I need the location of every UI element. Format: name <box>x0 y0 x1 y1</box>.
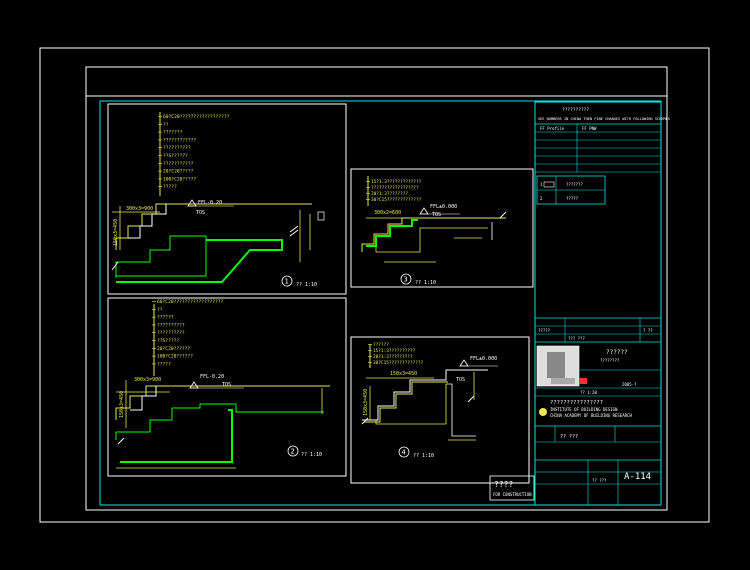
note-text: ?????????? <box>157 322 185 328</box>
mid-label-2: ??? ??? <box>568 336 585 341</box>
detail-1-side-dim: 150x3=450 <box>113 219 119 246</box>
institute-logo-icon <box>539 408 547 416</box>
detail-3-drawing: 15?1:3???????????????????????????????20?… <box>361 176 507 286</box>
note-text: 100?C20????? <box>163 176 196 182</box>
note-text: 20?1:3???????? <box>371 191 408 197</box>
detail-3-ref: TOS <box>432 212 441 218</box>
detail-4-notes: ??????15?1:3??????????20?1:3?????????30?… <box>368 342 424 366</box>
drawing-date: 2005-? <box>622 382 637 387</box>
note-text: ??S????? <box>157 338 179 344</box>
title-col1: FF Profile <box>540 126 565 131</box>
detail-2-level: FFL-0.20 <box>200 374 224 380</box>
rev-2-num: 2 <box>540 196 543 201</box>
key-plan-marker <box>579 378 587 384</box>
detail-1-number: 1 <box>285 278 289 286</box>
note-text: 20?C20????? <box>163 169 194 175</box>
detail-1-bubble <box>281 275 293 287</box>
note-text: 30?C15????????????? <box>373 360 424 366</box>
note-text: 20?1:3????????? <box>373 354 413 360</box>
detail-1-level: FFL-0.20 <box>198 200 222 206</box>
detail-3-dim: 300x2=600 <box>374 210 401 216</box>
stamp-cn: ???? <box>494 480 513 489</box>
detail-3-title: ?? 1:10 <box>415 280 436 286</box>
note-text: ?? <box>157 307 163 313</box>
rev-1-num: 1 <box>540 182 543 187</box>
detail-1-notes: 60?C20??????????????????????????????????… <box>158 114 230 190</box>
detail-1-ref: TOS <box>196 210 205 216</box>
rev-1-text: ??????? <box>566 182 583 187</box>
detail-2-dim: 300x3=900 <box>134 377 161 383</box>
detail-4-side-dim: 150x3=450 <box>363 389 369 416</box>
note-text: 30?C15????????????? <box>371 197 422 203</box>
detail-4-dim: 150x3=450 <box>390 371 417 377</box>
detail-2-drawing: 60?C20??????????????????????????????????… <box>115 299 330 469</box>
note-text: ??S?????? <box>163 153 188 159</box>
note-text: ????? <box>163 184 177 190</box>
inner-frame <box>85 66 668 511</box>
detail-3-number: 3 <box>404 276 408 284</box>
detail-panel-4 <box>350 336 530 484</box>
note-text: 15?1:3????????????? <box>371 179 422 185</box>
institute-name-en2: CHINA ACADEMY OF BUILDING RESEARCH <box>550 413 632 418</box>
detail-2-number: 2 <box>291 448 295 456</box>
detail-1-title: ?? 1:10 <box>296 282 317 288</box>
institute-name-en1: INSTITUTE OF BUILDING DESIGN <box>550 407 618 412</box>
detail-4-number: 4 <box>402 449 406 457</box>
detail-2-ref: TOS <box>222 382 231 388</box>
title-header-en: SEE NUMBERS IN CHINA THEN FINE CHANGES W… <box>538 117 670 121</box>
drawing-subtitle: ???????? <box>600 358 620 363</box>
note-text: 60?C20?????????????????? <box>157 299 224 305</box>
detail-2-title: ?? 1:10 <box>301 452 322 458</box>
outer-frame <box>39 47 710 523</box>
stamp-en: FOR CONSTRUCTION <box>493 492 532 497</box>
drawing-scale: ?? 1:20 <box>580 390 597 395</box>
detail-2-bubble <box>287 445 299 457</box>
detail-panel-3 <box>350 168 534 288</box>
drawing-title: ?????? <box>606 349 628 356</box>
note-text: ?????????????????? <box>371 185 419 191</box>
note-text: ?????????? <box>157 330 185 336</box>
note-text: 60?C20?????????????????? <box>163 114 230 120</box>
title-header-cn: ?????????? <box>562 107 589 113</box>
project-label: ?? ??? <box>560 434 578 440</box>
note-text: ?????? <box>157 315 174 321</box>
rev-2-text: ????? <box>566 196 579 201</box>
mid-label-1: ????? <box>538 328 551 333</box>
detail-3-level: FFL±0.000 <box>430 204 457 210</box>
detail-3-bubble <box>400 273 412 285</box>
title-col2: FF PNW <box>582 126 597 131</box>
detail-1-drawing: 60?C20??????????????????????????????????… <box>111 112 325 288</box>
note-text: ?????? <box>373 342 389 348</box>
detail-4-bubble <box>398 446 410 458</box>
detail-2-side-dim: 150x3=450 <box>119 391 125 418</box>
detail-panel-1 <box>107 103 347 295</box>
detail-3-notes: 15?1:3???????????????????????????????20?… <box>366 179 422 203</box>
detail-1-dim: 300x3=900 <box>126 206 153 212</box>
note-text: ????? <box>157 361 171 367</box>
drawing-number: A-114 <box>624 472 651 482</box>
note-text: ??????? <box>163 130 183 136</box>
note-text: ?? <box>163 122 169 128</box>
title-block: ?????????? SEE NUMBERS IN CHINA THEN FIN… <box>534 101 670 506</box>
institute-name-cn: ???????????????? <box>550 400 603 406</box>
mid-label-3: ? ?? <box>643 328 653 333</box>
detail-4-ref: TOS <box>456 377 465 383</box>
note-text: 15?1:3?????????? <box>373 348 416 354</box>
detail-2-notes: 60?C20??????????????????????????????????… <box>152 299 224 367</box>
detail-4-title: ?? 1:10 <box>413 453 434 459</box>
note-text: ?????????? <box>163 145 191 151</box>
note-text: ??????????? <box>163 161 194 167</box>
detail-panel-2 <box>107 297 347 477</box>
note-text: 100?C20?????? <box>157 354 193 360</box>
construction-stamp: ???? FOR CONSTRUCTION <box>489 475 535 501</box>
sheet-label: ?? ??? <box>592 478 607 483</box>
note-text: ???????????? <box>163 137 196 143</box>
detail-4-drawing: ??????15?1:3??????????20?1:3?????????30?… <box>361 342 498 459</box>
detail-4-level: FFL±0.000 <box>470 356 497 362</box>
note-text: 20?C20?????? <box>157 346 190 352</box>
